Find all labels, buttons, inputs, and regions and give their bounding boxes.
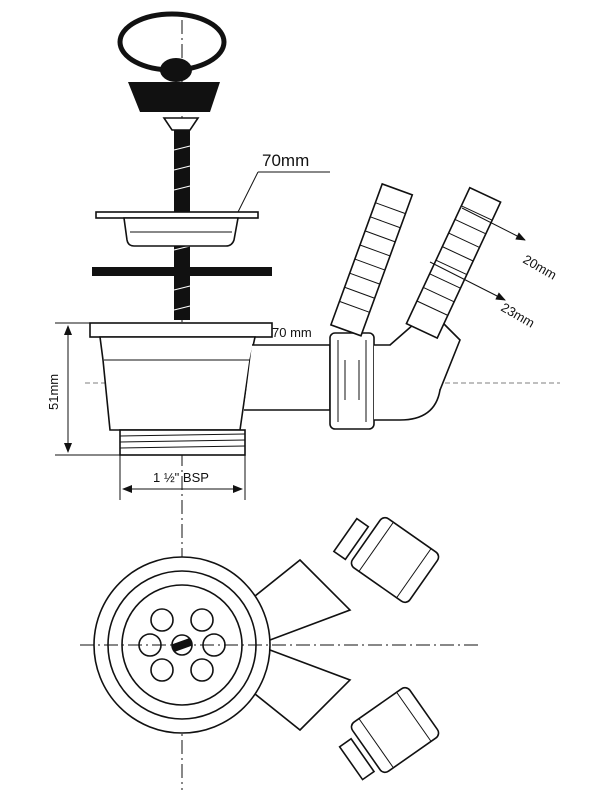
plan-nut-lower: [338, 686, 440, 781]
thread-size-label: 1 ½" BSP: [153, 470, 209, 485]
hose-tail-right: [405, 186, 502, 340]
leader-line: [237, 171, 259, 213]
side-outlet: [244, 308, 461, 430]
outlet-offset-label: 70 mm: [272, 325, 312, 340]
dimension-arrow-20mm: [461, 207, 526, 241]
waste-body-side: [89, 322, 273, 456]
plug-with-ring: [117, 11, 227, 112]
body-height-label: 51mm: [46, 374, 61, 410]
hose-tail-left: [329, 182, 414, 337]
hose-tail-small-label: 20mm: [521, 252, 560, 283]
washer: [92, 267, 272, 276]
dimension-arrow-23mm: [429, 261, 506, 301]
strainer-basket: [95, 211, 259, 247]
plan-nut-upper: [332, 516, 440, 604]
hose-tail-large-label: 23mm: [499, 300, 538, 331]
strainer-diameter-label: 70mm: [262, 151, 309, 170]
